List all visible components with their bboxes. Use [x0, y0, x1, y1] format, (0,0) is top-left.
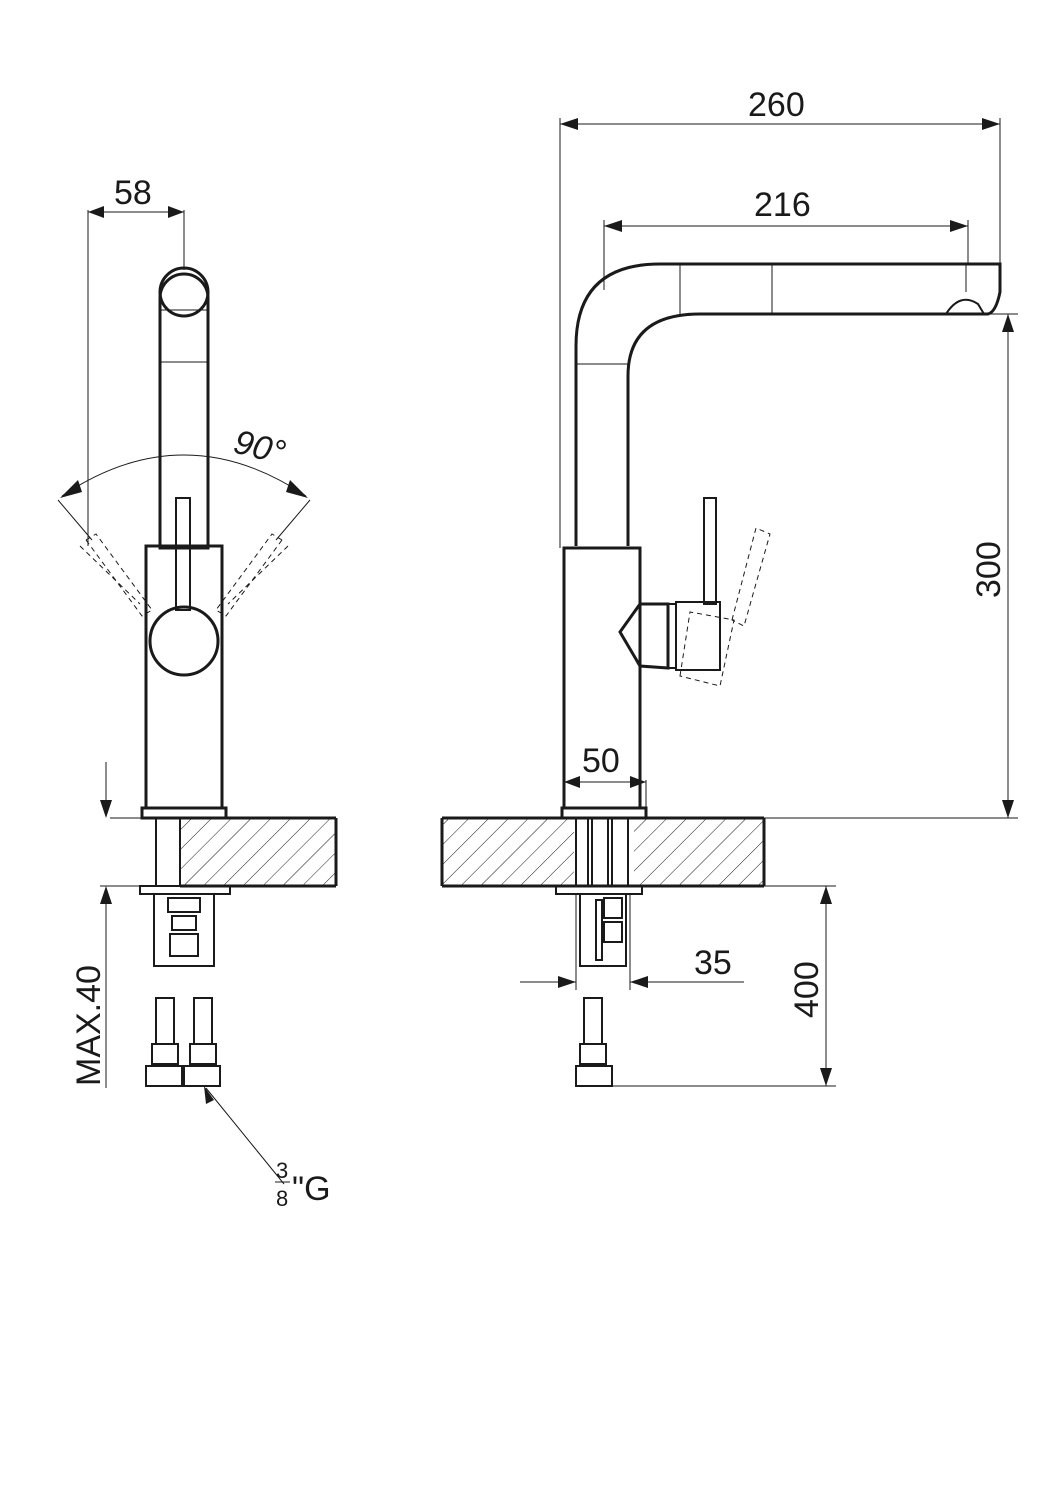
- front-view: 90° 58: [57, 174, 338, 1211]
- spout-height-dimension: 300: [646, 313, 1018, 819]
- front-hoses: [145, 997, 221, 1087]
- hole-label: 35: [694, 944, 732, 982]
- side-handle-swing: [679, 527, 771, 687]
- thickness-dimension: MAX.40: [70, 762, 140, 1088]
- front-lever: [175, 497, 191, 611]
- side-countertop: [440, 816, 766, 888]
- spout-reach-label: 216: [754, 186, 811, 224]
- side-hose: [575, 997, 613, 1087]
- max-thickness-label: MAX.40: [70, 965, 108, 1086]
- angle-dimension: 90°: [57, 423, 311, 541]
- thread-callout: 3 8 "G: [204, 1086, 331, 1211]
- thread-unit: "G: [292, 1170, 331, 1208]
- overall-length-label: 260: [748, 86, 805, 124]
- side-mounting-stud: [555, 817, 643, 967]
- front-countertop: [110, 816, 338, 888]
- side-handle: [618, 497, 721, 671]
- base-diameter-dimension: 50: [564, 742, 647, 808]
- thread-fraction-num: 3: [276, 1158, 288, 1183]
- hole-dimension: 35: [520, 894, 744, 990]
- spout-reach-dimension: 216: [603, 186, 969, 290]
- front-mounting-stud: [139, 817, 231, 967]
- overall-length-dimension: 260: [559, 86, 1001, 548]
- hose-length-dimension: 400: [612, 885, 836, 1087]
- width-label: 58: [114, 174, 152, 212]
- angle-label: 90°: [230, 423, 289, 472]
- thread-fraction-den: 8: [276, 1186, 288, 1211]
- hose-length-label: 400: [788, 961, 826, 1018]
- lever-swing-positions: [79, 533, 289, 617]
- base-diameter-label: 50: [582, 742, 620, 780]
- spout-height-label: 300: [970, 541, 1008, 598]
- side-spout: [574, 262, 1002, 546]
- width-dimension: 58: [87, 174, 185, 546]
- front-body: [144, 544, 224, 810]
- front-spout: [158, 266, 210, 550]
- side-view: 260 216 300 50: [440, 86, 1018, 1087]
- front-knob: [148, 605, 220, 677]
